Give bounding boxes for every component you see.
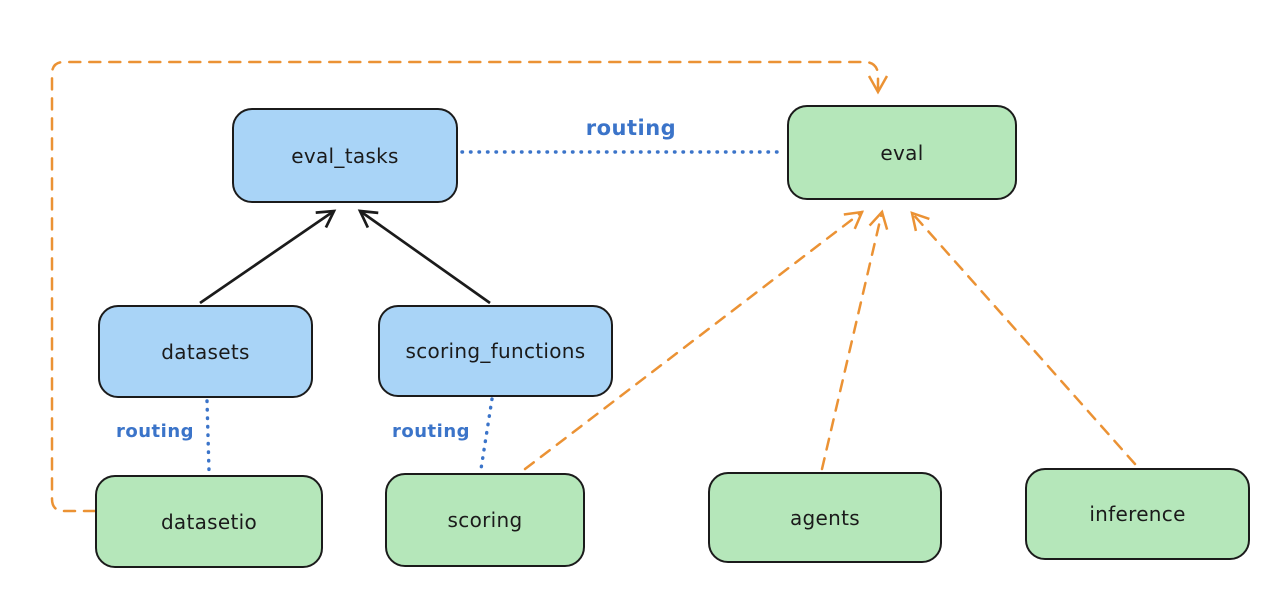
node-scoring-label: scoring — [447, 508, 523, 532]
edge-scoring-to-eval — [523, 210, 865, 471]
node-scoring-functions: scoring_functions — [378, 305, 613, 397]
edge-datasets-to-eval-tasks — [199, 209, 337, 305]
node-datasetio-label: datasetio — [160, 509, 258, 534]
edge-inference-to-eval — [910, 211, 1137, 466]
node-eval-tasks: eval_tasks — [232, 108, 458, 203]
node-eval-tasks-label: eval_tasks — [291, 143, 399, 168]
node-scoring: scoring — [385, 473, 585, 567]
edge-datasetio-to-eval-loop — [50, 60, 889, 513]
node-agents-label: agents — [790, 505, 860, 530]
routing-label-eval-tasks-eval: routing — [585, 116, 677, 140]
edge-datasets-to-datasetio-routing — [205, 399, 211, 473]
edge-agents-to-eval — [820, 209, 889, 471]
node-inference: inference — [1025, 468, 1250, 560]
node-scoring-functions-label: scoring_functions — [405, 339, 586, 363]
node-datasetio: datasetio — [95, 475, 323, 568]
node-agents: agents — [708, 472, 942, 563]
node-eval-label: eval — [880, 140, 924, 165]
routing-label-datasets-datasetio: routing — [115, 421, 195, 442]
node-inference-label: inference — [1089, 502, 1186, 526]
edge-scoring-functions-to-eval-tasks — [357, 209, 491, 305]
node-datasets-label: datasets — [161, 339, 250, 364]
node-eval: eval — [787, 105, 1017, 200]
node-datasets: datasets — [98, 305, 313, 398]
edge-scoring-functions-to-scoring-routing — [479, 397, 494, 471]
routing-label-scoring-functions-scoring: routing — [391, 421, 471, 442]
